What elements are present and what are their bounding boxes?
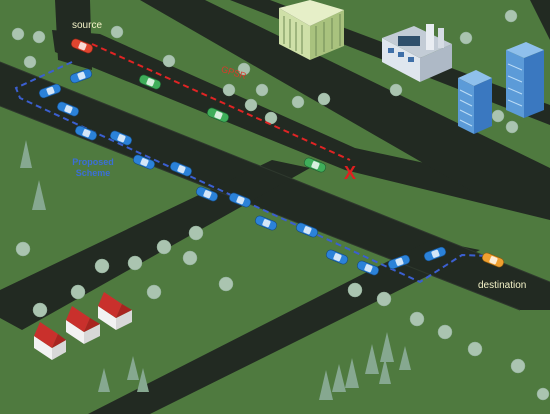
- tree-icon: [291, 95, 305, 109]
- cross-icon: X: [344, 163, 357, 183]
- car-icon: [482, 252, 504, 268]
- car-icon: [207, 107, 229, 123]
- house-icon: [98, 292, 132, 330]
- car-icon: [357, 260, 379, 276]
- pine-trees: [20, 140, 411, 400]
- far-right-road: [530, 0, 550, 40]
- destination-label: destination: [478, 280, 527, 291]
- source-label: source: [72, 20, 103, 31]
- proposed-scheme-label: Proposed Scheme: [58, 157, 128, 179]
- tree-icon: [11, 27, 46, 44]
- car-icon: [133, 154, 155, 170]
- proposed-scheme-label-line1: Proposed: [72, 157, 114, 167]
- tree-icon: [162, 54, 176, 68]
- car-icon: [139, 74, 161, 90]
- tree-icon: [409, 311, 425, 327]
- pine-tree-icon: [399, 346, 411, 370]
- tree-icon: [255, 83, 269, 97]
- tree-icon: [376, 291, 392, 307]
- road-edges: [0, 61, 550, 311]
- pine-tree-icon: [137, 368, 149, 392]
- car-icon: [326, 249, 348, 265]
- relay-vehicles: [38, 68, 447, 276]
- top-right-road: [140, 0, 550, 200]
- car-icon: [71, 38, 93, 54]
- tree-icon: [127, 255, 143, 271]
- tree-icon: [94, 258, 110, 274]
- round-trees: [11, 9, 550, 401]
- tree-icon: [389, 83, 403, 97]
- proposed-scheme-path: [14, 61, 491, 284]
- tree-icon: [222, 83, 236, 97]
- destination-vehicle: [482, 252, 504, 268]
- left-vertical-road: [55, 0, 92, 70]
- tree-icon: [188, 225, 204, 241]
- pine-tree-icon: [20, 140, 32, 168]
- pine-tree-icon: [127, 356, 139, 380]
- other-vehicles: [139, 74, 326, 173]
- tree-icon: [70, 284, 86, 300]
- tree-icon: [237, 62, 251, 76]
- diagonal-road-center: [88, 240, 480, 414]
- tree-icon: [505, 120, 519, 134]
- car-icon: [255, 215, 277, 231]
- tree-icon: [110, 25, 124, 39]
- car-icon: [38, 83, 62, 99]
- car-icon: [57, 101, 79, 117]
- car-icon: [170, 161, 192, 177]
- tree-icon: [317, 92, 331, 106]
- house-icon: [34, 322, 66, 360]
- car-icon: [304, 157, 326, 173]
- car-icon: [75, 125, 97, 141]
- gpsr-path: [91, 43, 351, 161]
- pine-tree-icon: [365, 344, 379, 374]
- tree-icon: [459, 31, 473, 45]
- pine-tree-icon: [32, 180, 46, 210]
- tree-icon: [536, 387, 550, 401]
- tree-icon: [182, 250, 198, 266]
- car-icon: [296, 222, 318, 238]
- car-icon: [110, 130, 132, 146]
- tree-icon: [156, 239, 172, 255]
- pine-tree-icon: [332, 364, 346, 392]
- pine-tree-icon: [319, 370, 333, 400]
- pine-tree-icon: [345, 358, 359, 388]
- car-icon: [387, 254, 411, 270]
- tree-icon: [15, 241, 31, 257]
- tree-icon: [264, 111, 278, 125]
- vehicles: [38, 38, 504, 276]
- tree-icon: [32, 302, 48, 318]
- proposed-scheme-label-line2: Scheme: [75, 168, 111, 178]
- tree-icon: [510, 358, 526, 374]
- tree-icon: [504, 9, 518, 23]
- tree-icon: [347, 282, 363, 298]
- house-icon: [66, 306, 100, 344]
- factory-icon: [382, 24, 452, 82]
- car-icon: [423, 246, 447, 262]
- pine-tree-icon: [98, 368, 110, 392]
- tree-icon: [218, 276, 234, 292]
- tree-icon: [244, 98, 258, 112]
- tree-icon: [467, 341, 483, 357]
- car-icon: [196, 186, 218, 202]
- tower-icon: [458, 70, 492, 134]
- car-icon: [69, 68, 93, 84]
- pine-tree-icon: [379, 358, 391, 384]
- car-icon: [229, 192, 251, 208]
- top-road: [52, 30, 550, 220]
- tree-icon: [23, 55, 37, 69]
- tree-icon: [437, 324, 453, 340]
- tree-icon: [146, 284, 162, 300]
- tree-icon: [491, 109, 505, 123]
- pine-tree-icon: [380, 332, 394, 362]
- tower-icon: [506, 42, 544, 118]
- source-vehicle: [71, 38, 93, 54]
- building-icon: [279, 0, 344, 60]
